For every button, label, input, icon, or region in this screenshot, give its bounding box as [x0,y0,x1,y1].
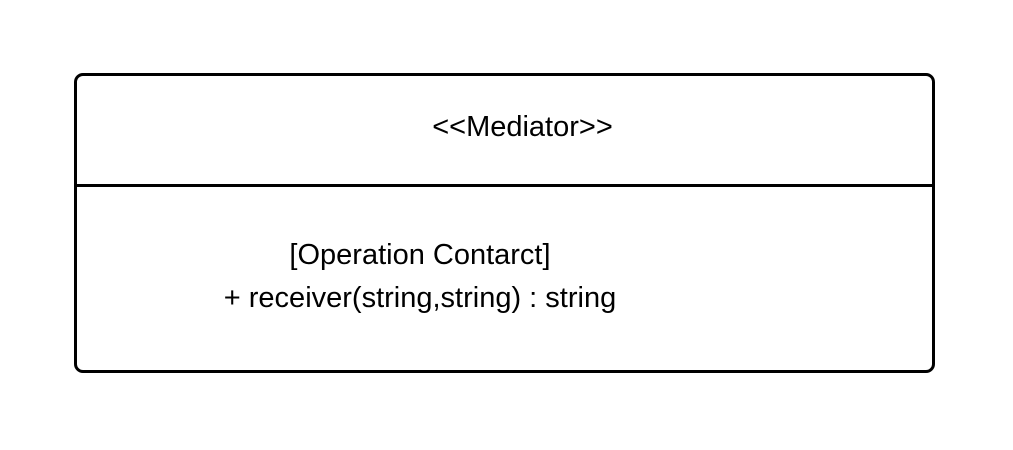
operation-item: + receiver(string,string) : string [223,282,617,314]
operations-title: [Operation Contarct] [289,239,551,271]
class-header: <<Mediator>> [77,76,932,187]
uml-class-box: <<Mediator>> [Operation Contarct] + rece… [74,73,935,373]
operations-compartment: [Operation Contarct] + receiver(string,s… [77,187,932,373]
operations-list: [Operation Contarct] + receiver(string,s… [185,234,655,320]
class-stereotype: <<Mediator>> [432,111,613,143]
